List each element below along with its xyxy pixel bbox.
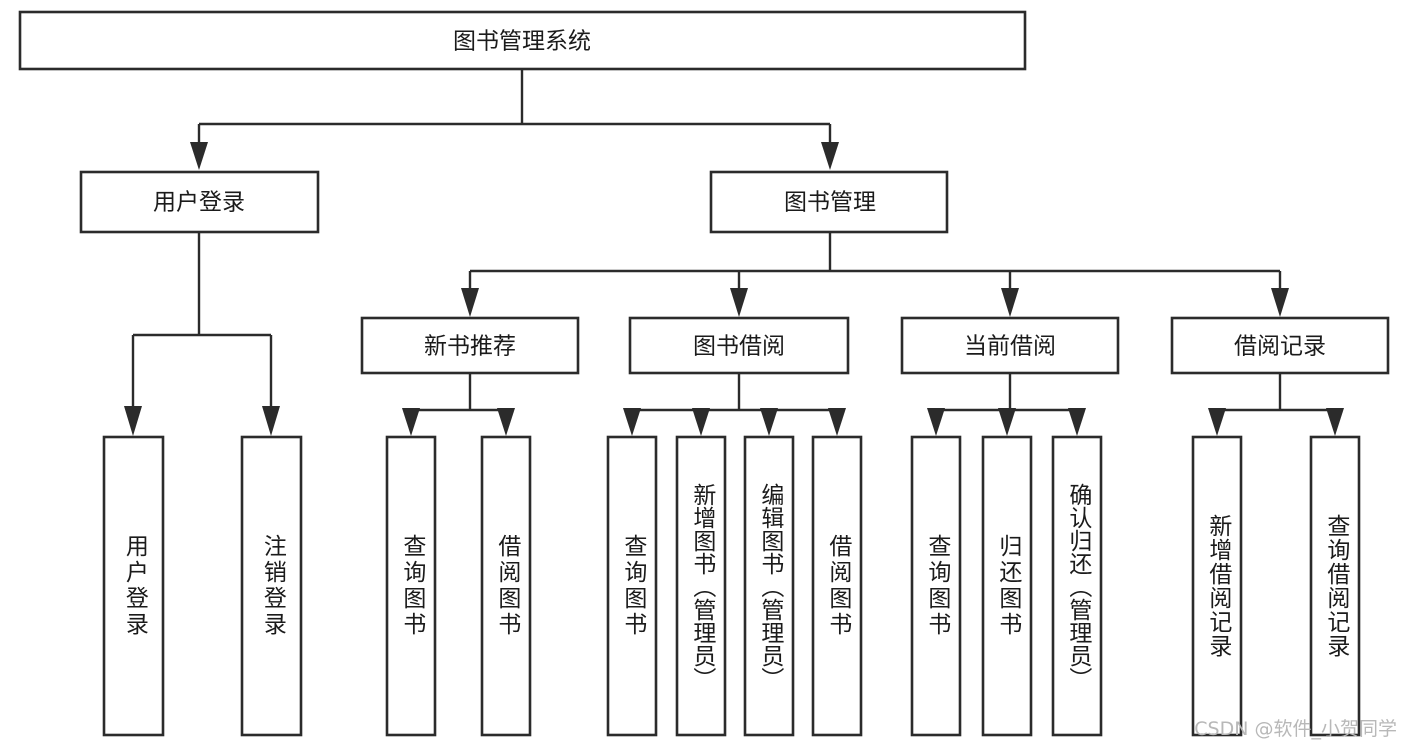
node-root-box[interactable] [18, 10, 1027, 71]
node-layer: 图书管理系统 用户登录 图书管理 新书推荐 图书借阅 当前借阅 借阅记录 [18, 10, 1390, 737]
node-root-label: 图书管理系统 [453, 29, 591, 55]
arrow-head-user-login [190, 142, 208, 170]
node-borrow-records-label: 借阅记录 [1234, 334, 1326, 360]
node-new-book-recommend-box[interactable] [360, 316, 580, 375]
arrow-head-borrow-book-1 [497, 408, 515, 436]
node-borrow-records-box[interactable] [1170, 316, 1390, 375]
arrow-head-query-book-1 [402, 408, 420, 436]
arrow-head-return-book [998, 408, 1016, 436]
arrow-head-book-borrow [730, 288, 748, 317]
arrow-head-add-book [692, 408, 710, 436]
node-query-book-2-box[interactable] [606, 435, 658, 737]
node-return-book-box[interactable] [981, 435, 1033, 737]
arrow-head-book-management [821, 142, 839, 170]
node-query-book-1-box[interactable] [385, 435, 437, 737]
arrow-head-query-book-3 [927, 408, 945, 436]
node-book-management-box[interactable] [709, 170, 949, 234]
connector-layer [124, 69, 1344, 436]
csdn-watermark: CSDN @软件_小贺同学 [1194, 718, 1397, 740]
node-user-login-box[interactable] [79, 170, 320, 234]
node-add-borrow-record-box[interactable] [1191, 435, 1243, 737]
node-book-management-label: 图书管理 [784, 190, 876, 216]
node-book-borrow-label: 图书借阅 [693, 334, 785, 360]
arrow-head-user-logout [262, 406, 280, 436]
arrow-head-confirm-return [1068, 408, 1086, 436]
node-confirm-return-box[interactable] [1051, 435, 1103, 737]
node-query-book-3-box[interactable] [910, 435, 962, 737]
arrow-head-new-book-recommend [461, 288, 479, 317]
arrow-head-borrow-records [1271, 288, 1289, 317]
node-borrow-book-2-box[interactable] [811, 435, 863, 737]
node-user-login-label: 用户登录 [153, 190, 245, 216]
node-book-borrow-box[interactable] [628, 316, 850, 375]
node-new-book-recommend-label: 新书推荐 [424, 334, 516, 360]
node-borrow-book-1-box[interactable] [480, 435, 532, 737]
node-user-logout-box[interactable] [240, 435, 303, 737]
node-user-login-do-box[interactable] [102, 435, 165, 737]
node-edit-book-box[interactable] [743, 435, 795, 737]
arrow-head-query-borrow-record [1326, 408, 1344, 436]
node-query-borrow-record-box[interactable] [1309, 435, 1361, 737]
arrow-head-borrow-book-2 [828, 408, 846, 436]
arrow-head-add-borrow-record [1208, 408, 1226, 436]
arrow-head-user-login-do [124, 406, 142, 436]
node-current-borrow-box[interactable] [900, 316, 1120, 375]
arrow-head-query-book-2 [623, 408, 641, 436]
arrow-head-current-borrow [1001, 288, 1019, 317]
node-current-borrow-label: 当前借阅 [964, 334, 1056, 360]
node-add-book-box[interactable] [675, 435, 727, 737]
arrow-head-edit-book [760, 408, 778, 436]
